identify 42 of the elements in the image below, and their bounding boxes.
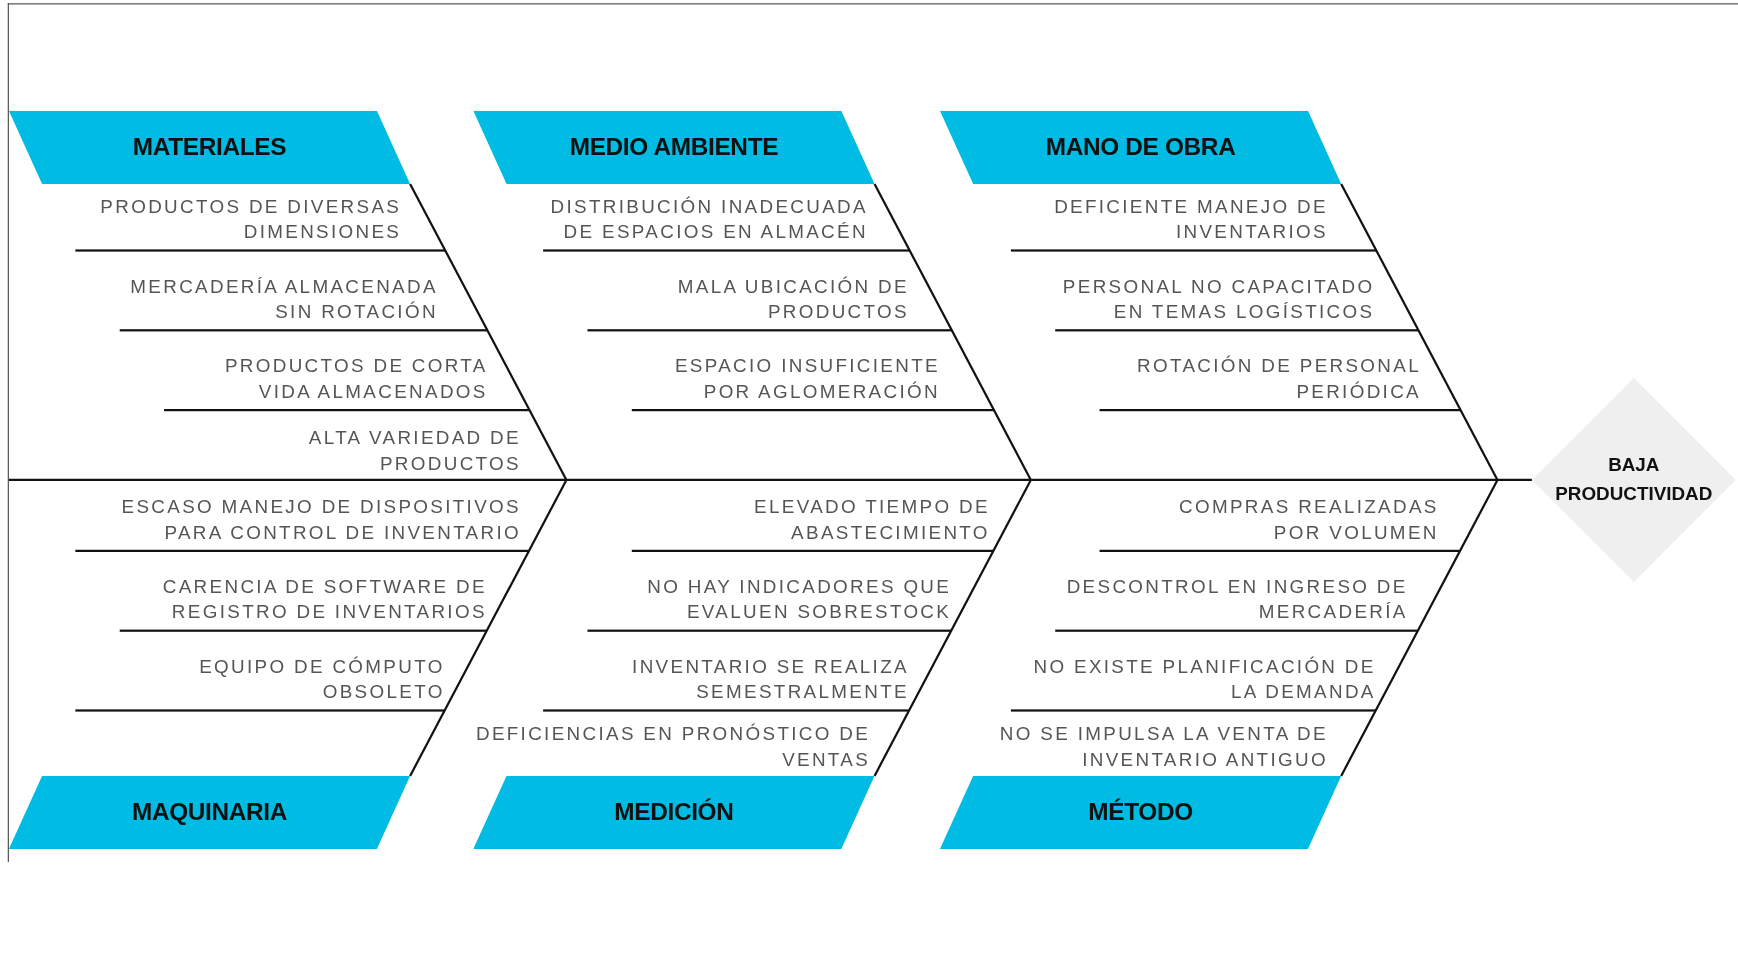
- category-banner: [473, 775, 875, 850]
- category-banner: [939, 110, 1342, 184]
- category-heading: MAQUINARIA: [131, 798, 288, 827]
- category-heading: MEDIO AMBIENTE: [569, 133, 779, 162]
- cause-text: ROTACIÓN DE PERSONAL PERIÓDICA: [1099, 353, 1461, 412]
- cause-text: NO SE IMPULSA LA VENTA DE INVENTARIO ANTIGUO: [954, 721, 1328, 773]
- cause-text: DISTRIBUCIÓN INADECUADA DE ESPACIOS EN ALMACÉN: [543, 193, 910, 252]
- cause-text: EQUIPO DE CÓMPUTO OBSOLETO: [75, 653, 445, 712]
- cause-text: NO HAY INDICADORES QUE EVALUEN SOBRESTOCK: [587, 574, 952, 632]
- category-banner: [473, 110, 875, 184]
- category-banner: [8, 775, 411, 850]
- category-heading: MATERIALES: [132, 133, 287, 162]
- cause-text: PRODUCTOS DE CORTA VIDA ALMACENADOS: [164, 353, 530, 412]
- category-heading: MEDICIÓN: [614, 798, 734, 827]
- cause-text: DEFICIENCIAS EN PRONÓSTICO DE VENTAS: [469, 721, 871, 773]
- cause-text: ESCASO MANEJO DE DISPOSITIVOS PARA CONTROL DE INVENTARIO: [75, 494, 529, 552]
- bone-line: [1340, 479, 1499, 777]
- effect-diamond: [1531, 377, 1736, 582]
- category-banner: [8, 110, 411, 184]
- category-banner: [939, 775, 1342, 850]
- cause-text: CARENCIA DE SOFTWARE DE REGISTRO DE INVENTARIOS: [119, 574, 487, 632]
- category-heading: MANO DE OBRA: [1045, 133, 1236, 162]
- bone-line: [409, 183, 568, 481]
- cause-text: COMPRAS REALIZADAS POR VOLUMEN: [1099, 494, 1460, 552]
- bone-line: [1340, 183, 1499, 481]
- cause-text: ALTA VARIEDAD DE PRODUCTOS: [272, 425, 521, 477]
- effect-label: BAJA PRODUCTIVIDAD: [1554, 453, 1714, 507]
- cause-text: DESCONTROL EN INGRESO DE MERCADERÍA: [1055, 574, 1418, 632]
- cause-text: MALA UBICACIÓN DE PRODUCTOS: [587, 273, 952, 332]
- bone-line: [873, 479, 1032, 777]
- cause-text: NO EXISTE PLANIFICACIÓN DE LA DEMANDA: [1010, 653, 1376, 712]
- cause-text: INVENTARIO SE REALIZA SEMESTRALMENTE: [543, 653, 910, 712]
- cause-text: MERCADERÍA ALMACENADA SIN ROTACIÓN: [119, 273, 488, 332]
- category-heading: MÉTODO: [1088, 798, 1193, 827]
- cause-text: PERSONAL NO CAPACITADO EN TEMAS LOGÍSTICOS: [1055, 273, 1419, 332]
- cause-text: PRODUCTOS DE DIVERSAS DIMENSIONES: [75, 193, 446, 252]
- spine-line: [8, 478, 1532, 482]
- bone-line: [873, 183, 1032, 481]
- bone-line: [409, 479, 568, 777]
- cause-text: DEFICIENTE MANEJO DE INVENTARIOS: [1010, 193, 1377, 252]
- cause-text: ESPACIO INSUFICIENTE POR AGLOMERACIÓN: [631, 353, 994, 412]
- cause-text: ELEVADO TIEMPO DE ABASTECIMIENTO: [631, 494, 994, 552]
